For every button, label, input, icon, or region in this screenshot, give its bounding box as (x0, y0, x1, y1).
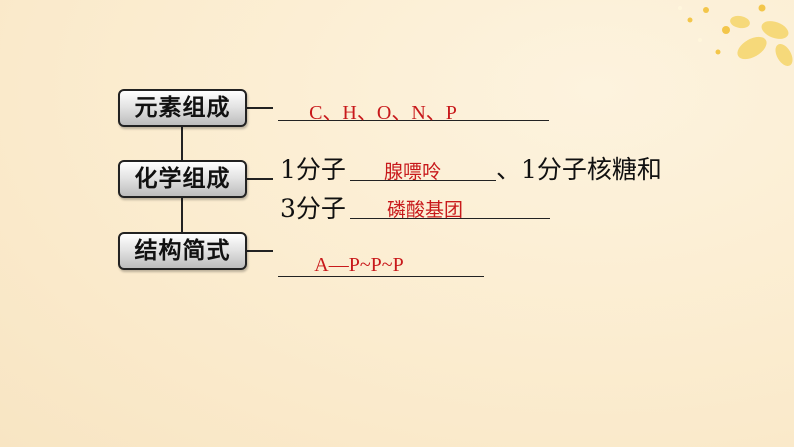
connector-structure (245, 250, 273, 252)
structure-blank (278, 276, 484, 277)
chemical-box: 化学组成 (118, 160, 247, 198)
chemical-line2-answer: 磷酸基团 (386, 199, 463, 221)
chemical-line1-suffix: 、1分子核糖和 (496, 155, 662, 184)
elements-box: 元素组成 (118, 89, 247, 127)
chemical-line2-blank (350, 218, 550, 219)
elements-blank (278, 120, 549, 121)
structure-box: 结构简式 (118, 232, 247, 270)
structure-answer: A—P~P~P (314, 254, 404, 276)
chemical-line2-prefix: 3分子 (280, 194, 346, 223)
connector-elements (245, 107, 273, 109)
chemical-line1-blank (350, 180, 496, 181)
chemical-line1-prefix: 1分子 (280, 155, 346, 184)
chemical-line1-answer: 腺嘌呤 (383, 161, 441, 183)
elements-answer: C、H、O、N、P (309, 102, 457, 124)
connector-chemical (245, 178, 273, 180)
